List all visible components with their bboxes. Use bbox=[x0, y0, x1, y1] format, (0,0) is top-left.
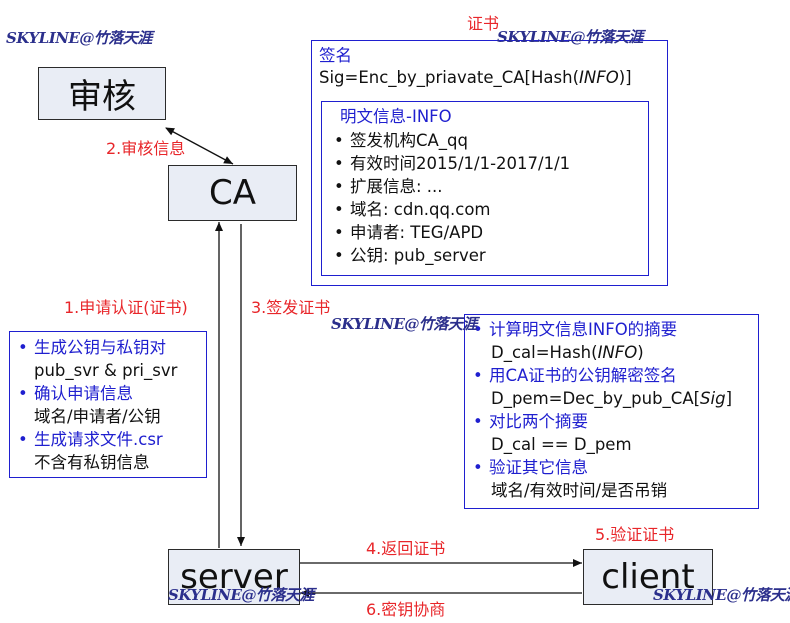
step1-label: 1.申请认证(证书) bbox=[64, 298, 188, 317]
server-step-detail: 域名/申请者/公钥 bbox=[34, 407, 161, 426]
info-item: 公钥: pub_server bbox=[334, 244, 570, 267]
watermark: SKYLINE@竹落天涯 bbox=[331, 315, 477, 333]
client-step-detail: 域名/有效时间/是否吊销 bbox=[491, 481, 668, 500]
audit-label: 审核 bbox=[68, 77, 136, 117]
s2-prefix: D_pem=Dec_by_pub_CA[ bbox=[491, 389, 701, 408]
sig-prefix: Sig=Enc_by_priavate_CA[Hash( bbox=[319, 68, 580, 87]
client-node: client bbox=[583, 549, 713, 605]
ca-node: CA bbox=[168, 165, 297, 221]
step2-label: 2.审核信息 bbox=[106, 139, 186, 158]
arrow-audit-ca bbox=[165, 127, 234, 165]
client-step-detail: D_cal=Hash(INFO) bbox=[473, 341, 732, 364]
s1-suffix: ) bbox=[637, 343, 644, 362]
server-step-detail: 不含有私钥信息 bbox=[34, 453, 150, 472]
step6-label: 6.密钥协商 bbox=[366, 600, 446, 619]
client-steps-box: 计算明文信息INFO的摘要 D_cal=Hash(INFO) 用CA证书的公钥解… bbox=[464, 314, 759, 509]
sign-title: 签名 bbox=[319, 46, 352, 65]
info-list: 签发机构CA_qq 有效时间2015/1/1-2017/1/1 扩展信息: ..… bbox=[334, 129, 570, 267]
info-item: 域名: cdn.qq.com bbox=[334, 198, 570, 221]
client-step-detail: D_cal == D_pem bbox=[491, 435, 632, 454]
step3-label: 3.签发证书 bbox=[251, 298, 331, 317]
watermark: SKYLINE@竹落天涯 bbox=[497, 28, 643, 46]
server-node: server bbox=[168, 549, 300, 605]
step5-label: 5.验证证书 bbox=[595, 525, 675, 544]
info-item: 申请者: TEG/APD bbox=[334, 221, 570, 244]
server-steps-box: 生成公钥与私钥对 pub_svr & pri_svr 确认申请信息 域名/申请者… bbox=[9, 331, 207, 478]
step4-label: 4.返回证书 bbox=[366, 539, 446, 558]
client-label: client bbox=[601, 557, 695, 597]
client-step-title: 对比两个摘要 bbox=[473, 410, 732, 433]
client-step-title: 计算明文信息INFO的摘要 bbox=[473, 318, 732, 341]
sig-italic: INFO bbox=[579, 68, 619, 87]
server-step-title: 确认申请信息 bbox=[18, 382, 177, 405]
s2-italic: Sig bbox=[700, 389, 726, 408]
ca-label: CA bbox=[209, 173, 256, 213]
server-step-detail: pub_svr & pri_svr bbox=[34, 361, 178, 380]
client-step-detail: D_pem=Dec_by_pub_CA[Sig] bbox=[473, 387, 732, 410]
s1-prefix: D_cal=Hash( bbox=[491, 343, 598, 362]
info-item: 签发机构CA_qq bbox=[334, 129, 570, 152]
client-step-title: 用CA证书的公钥解密签名 bbox=[473, 364, 732, 387]
audit-node: 审核 bbox=[38, 67, 166, 120]
watermark: SKYLINE@竹落天涯 bbox=[168, 586, 314, 604]
s1-italic: INFO bbox=[597, 343, 638, 362]
cert-title: 证书 bbox=[467, 14, 500, 33]
client-step-title: 验证其它信息 bbox=[473, 456, 732, 479]
info-title: 明文信息-INFO bbox=[340, 107, 452, 126]
server-label: server bbox=[180, 557, 288, 597]
info-box: 明文信息-INFO 签发机构CA_qq 有效时间2015/1/1-2017/1/… bbox=[321, 101, 649, 276]
watermark: SKYLINE@竹落天涯 bbox=[653, 586, 790, 604]
sig-formula: Sig=Enc_by_priavate_CA[Hash(INFO)] bbox=[319, 66, 632, 89]
client-steps-list: 计算明文信息INFO的摘要 D_cal=Hash(INFO) 用CA证书的公钥解… bbox=[473, 318, 732, 502]
sig-suffix: )] bbox=[618, 68, 632, 87]
server-step-title: 生成公钥与私钥对 bbox=[18, 336, 177, 359]
server-steps-list: 生成公钥与私钥对 pub_svr & pri_svr 确认申请信息 域名/申请者… bbox=[18, 336, 177, 474]
info-item: 有效时间2015/1/1-2017/1/1 bbox=[334, 152, 570, 175]
watermark: SKYLINE@竹落天涯 bbox=[6, 29, 152, 47]
server-step-title: 生成请求文件.csr bbox=[18, 428, 177, 451]
certificate-box: 签名 Sig=Enc_by_priavate_CA[Hash(INFO)] 明文… bbox=[311, 40, 668, 286]
info-item: 扩展信息: ... bbox=[334, 175, 570, 198]
s2-suffix: ] bbox=[725, 389, 733, 408]
